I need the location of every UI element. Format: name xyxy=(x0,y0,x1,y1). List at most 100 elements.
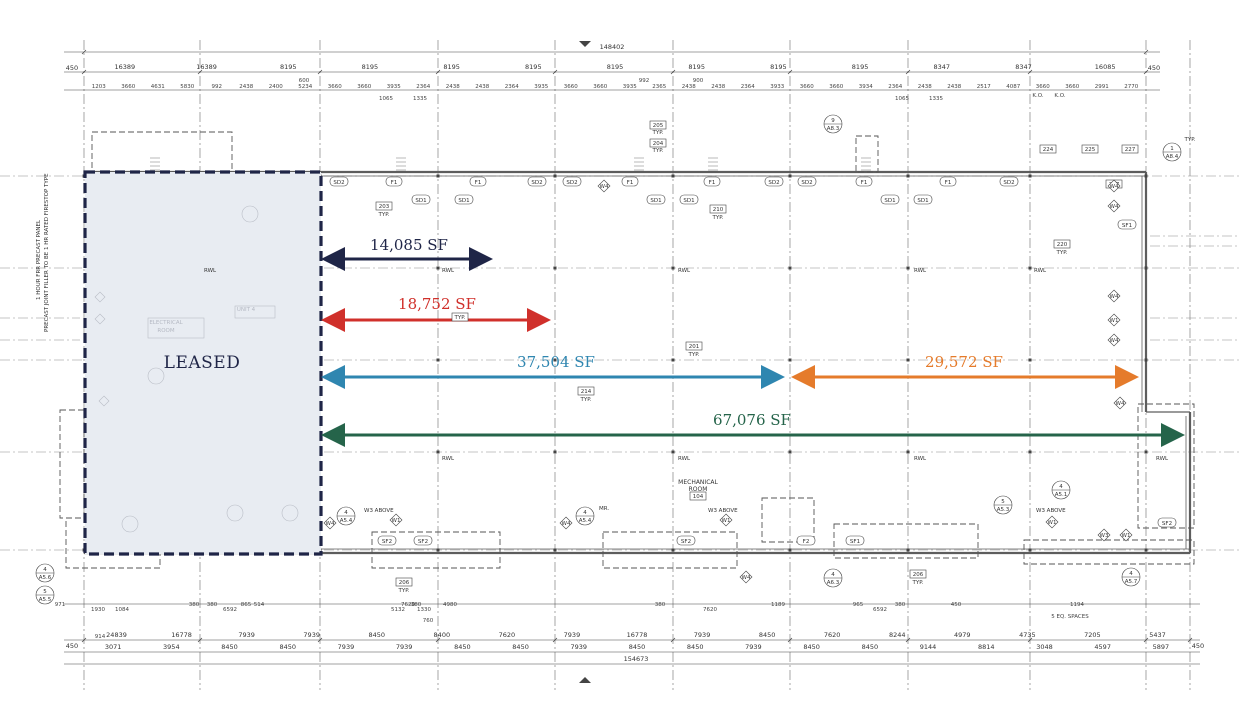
small-dimension: 1335 xyxy=(929,96,943,102)
column xyxy=(1028,548,1032,552)
dimension-value: 3660 xyxy=(357,84,371,90)
mechanical-room-label-2: ROOM xyxy=(689,486,708,493)
overall-top-dimension: 148402 xyxy=(600,43,625,51)
side-note-firestop: PRECAST JOINT FILLER TO BE 1 HR RATED FI… xyxy=(44,173,50,332)
dimension-value: 5437 xyxy=(1149,631,1166,639)
edge-dim-bottom-right: 450 xyxy=(1192,642,1204,650)
column xyxy=(1144,266,1148,270)
svg-text:4: 4 xyxy=(344,510,348,516)
svg-text:224: 224 xyxy=(1043,147,1054,153)
dimension-value: 7939 xyxy=(564,631,581,639)
svg-text:TYP.: TYP. xyxy=(912,580,924,586)
dimension-value: 2438 xyxy=(711,84,725,90)
dimension-value: 2438 xyxy=(239,84,253,90)
dim-tick xyxy=(1143,69,1149,75)
area-callout-label: 14,085 SF xyxy=(370,236,448,254)
column xyxy=(671,548,675,552)
dimension-value: 3660 xyxy=(1036,84,1050,90)
svg-text:TYP.: TYP. xyxy=(378,212,390,218)
mr-note: MR. xyxy=(599,506,609,512)
dimension-value: 7939 xyxy=(571,643,588,651)
area-callout-label: 18,752 SF xyxy=(398,295,476,313)
section-mark: 4A6.3 xyxy=(823,568,843,588)
svg-text:SD2: SD2 xyxy=(333,180,344,186)
dimension-value: 3048 xyxy=(1036,643,1053,651)
dimension-value: 2770 xyxy=(1124,84,1138,90)
dimension-value: 8195 xyxy=(280,63,297,71)
svg-text:206: 206 xyxy=(399,580,410,586)
svg-text:A8.4: A8.4 xyxy=(1166,154,1179,160)
grid-markers xyxy=(579,41,591,683)
edge-dim-bottom-left: 450 xyxy=(66,642,78,650)
dimension-value: 8450 xyxy=(759,631,776,639)
svg-text:TYP.: TYP. xyxy=(1184,137,1196,143)
window-tag: W4 xyxy=(1107,179,1121,193)
svg-text:W1: W1 xyxy=(1122,533,1131,539)
small-dimension: 5 EQ. SPACES xyxy=(1051,614,1089,620)
svg-text:W4: W4 xyxy=(326,521,335,527)
svg-text:A5.6: A5.6 xyxy=(39,575,52,581)
dimension-value: 7620 xyxy=(824,631,841,639)
column xyxy=(788,358,792,362)
small-dimension: 4980 xyxy=(443,602,457,608)
section-mark: 4A5.1 xyxy=(1051,480,1071,500)
small-dimension: 380 xyxy=(189,602,200,608)
svg-text:SD1: SD1 xyxy=(650,198,661,204)
door-stairs xyxy=(150,157,871,171)
svg-text:SD1: SD1 xyxy=(683,198,694,204)
svg-text:203: 203 xyxy=(379,204,390,210)
rwl-label: RWL xyxy=(442,456,455,462)
svg-text:W4: W4 xyxy=(1110,204,1119,210)
dashed-bay-outlines xyxy=(59,131,1195,569)
window-tag: W3 xyxy=(1097,528,1111,542)
svg-text:W1: W1 xyxy=(392,518,401,524)
small-dimension: 5132 xyxy=(391,607,405,613)
dimension-value: 5234 xyxy=(298,84,312,90)
svg-text:A5.3: A5.3 xyxy=(997,507,1010,513)
dimension-value: 3660 xyxy=(564,84,578,90)
area-callout-14085: 14,085 SF xyxy=(321,236,493,271)
svg-text:SD1: SD1 xyxy=(415,198,426,204)
small-dimension: 965 xyxy=(853,602,864,608)
column xyxy=(671,450,675,454)
dimension-value: 4087 xyxy=(1006,84,1020,90)
section-mark: 4A5.4 xyxy=(336,506,356,526)
svg-text:4: 4 xyxy=(1059,484,1063,490)
dim-tick xyxy=(787,637,793,643)
small-dimension: 1330 xyxy=(417,607,431,613)
dimension-value: 8195 xyxy=(852,63,869,71)
dimension-value: 3935 xyxy=(534,84,548,90)
svg-text:SD2: SD2 xyxy=(531,180,542,186)
dim-tick xyxy=(81,637,87,643)
svg-text:TYP.: TYP. xyxy=(1056,250,1068,256)
dim-tick xyxy=(787,69,793,75)
svg-text:W1: W1 xyxy=(1048,520,1057,526)
dimension-value: 8195 xyxy=(525,63,542,71)
svg-text:F1: F1 xyxy=(861,180,868,186)
top-wall-tags xyxy=(329,176,1177,546)
dim-tick xyxy=(197,69,203,75)
section-mark: 5A5.5 xyxy=(35,585,55,605)
leased-area-faint-plan xyxy=(94,205,299,533)
svg-text:205: 205 xyxy=(653,123,664,129)
svg-text:F1: F1 xyxy=(475,180,482,186)
dimension-value: 8244 xyxy=(889,631,906,639)
svg-text:A6.3: A6.3 xyxy=(827,580,840,586)
svg-text:W1: W1 xyxy=(722,518,731,524)
svg-text:A5.4: A5.4 xyxy=(579,518,592,524)
dimension-value: 2364 xyxy=(888,84,902,90)
column xyxy=(671,174,675,178)
small-dimension: 1084 xyxy=(115,607,129,613)
dim-tick xyxy=(1143,637,1149,643)
leased-label: LEASED xyxy=(164,353,241,373)
window-tag: W1 xyxy=(719,513,733,527)
dimension-value: 3660 xyxy=(328,84,342,90)
column xyxy=(436,266,440,270)
dim-tick xyxy=(905,637,911,643)
section-mark: 9A8.3 xyxy=(823,114,843,134)
window-tag: W1 xyxy=(1045,515,1059,529)
dimension-value: 3934 xyxy=(859,84,873,90)
